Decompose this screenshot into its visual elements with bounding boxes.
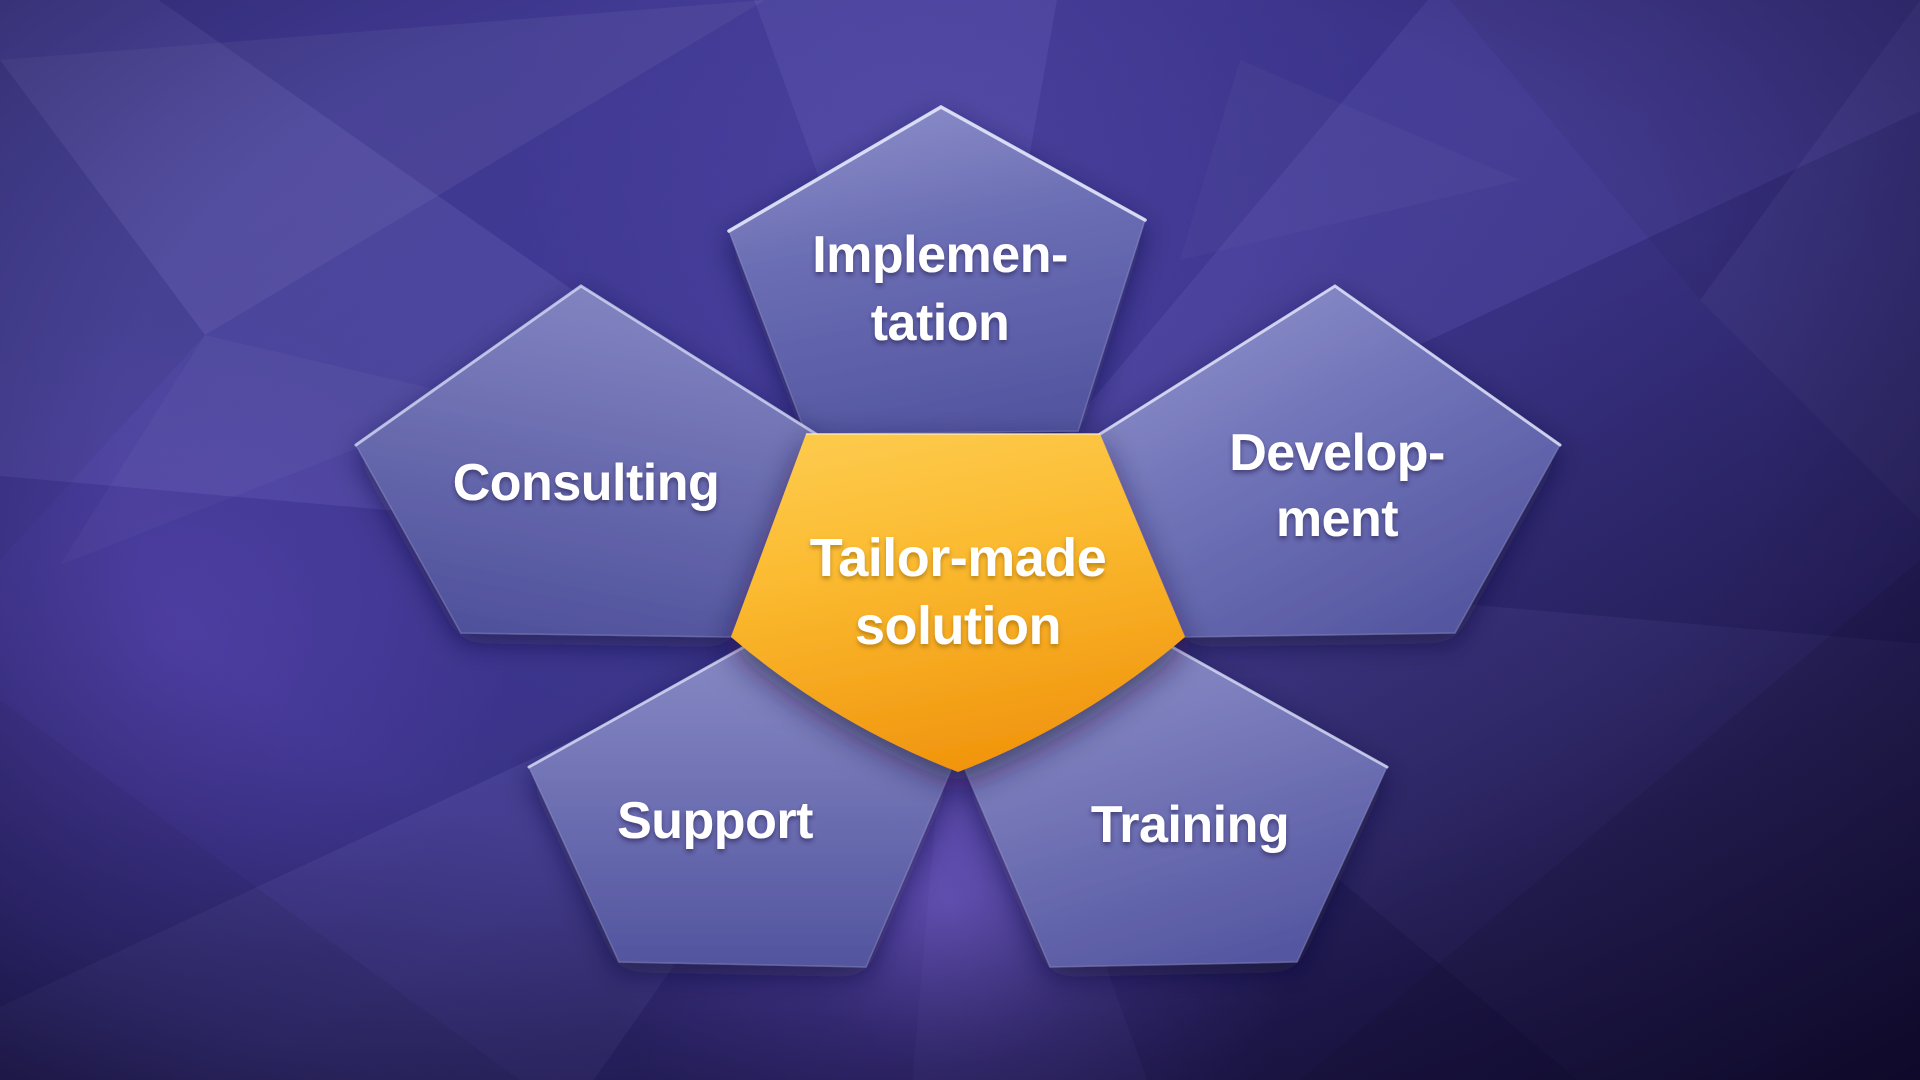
petal-training-label: Training <box>1091 796 1289 854</box>
center-label-line2: solution <box>855 596 1061 656</box>
petal-development-edge-highlight <box>1098 284 1562 447</box>
petal-development-label-line1: Develop- <box>1229 424 1445 482</box>
center-label: Tailor-made solution <box>810 528 1107 656</box>
petal-development <box>1098 284 1562 638</box>
petal-consulting <box>354 284 818 638</box>
petal-implementation-label-line2: tation <box>871 294 1010 352</box>
petal-implementation <box>727 104 1147 435</box>
center-pentagon-shape <box>731 434 1185 772</box>
petal-implementation-edge-highlight <box>727 104 1147 233</box>
petal-support-label: Support <box>617 792 813 850</box>
petal-support-edge-highlight <box>527 645 746 769</box>
petal-labels: Implemen- tation Develop- ment Training … <box>453 226 1446 854</box>
petal-development-label-line2: ment <box>1276 490 1398 548</box>
center-pentagon <box>731 433 1185 772</box>
petal-implementation-label-line1: Implemen- <box>812 226 1068 284</box>
petal-consulting-edge-highlight <box>354 284 818 447</box>
petal-consulting-label: Consulting <box>453 454 720 512</box>
petal-training-edge-highlight <box>1170 645 1389 769</box>
center-label-line1: Tailor-made <box>810 528 1107 588</box>
petals <box>354 104 1562 968</box>
